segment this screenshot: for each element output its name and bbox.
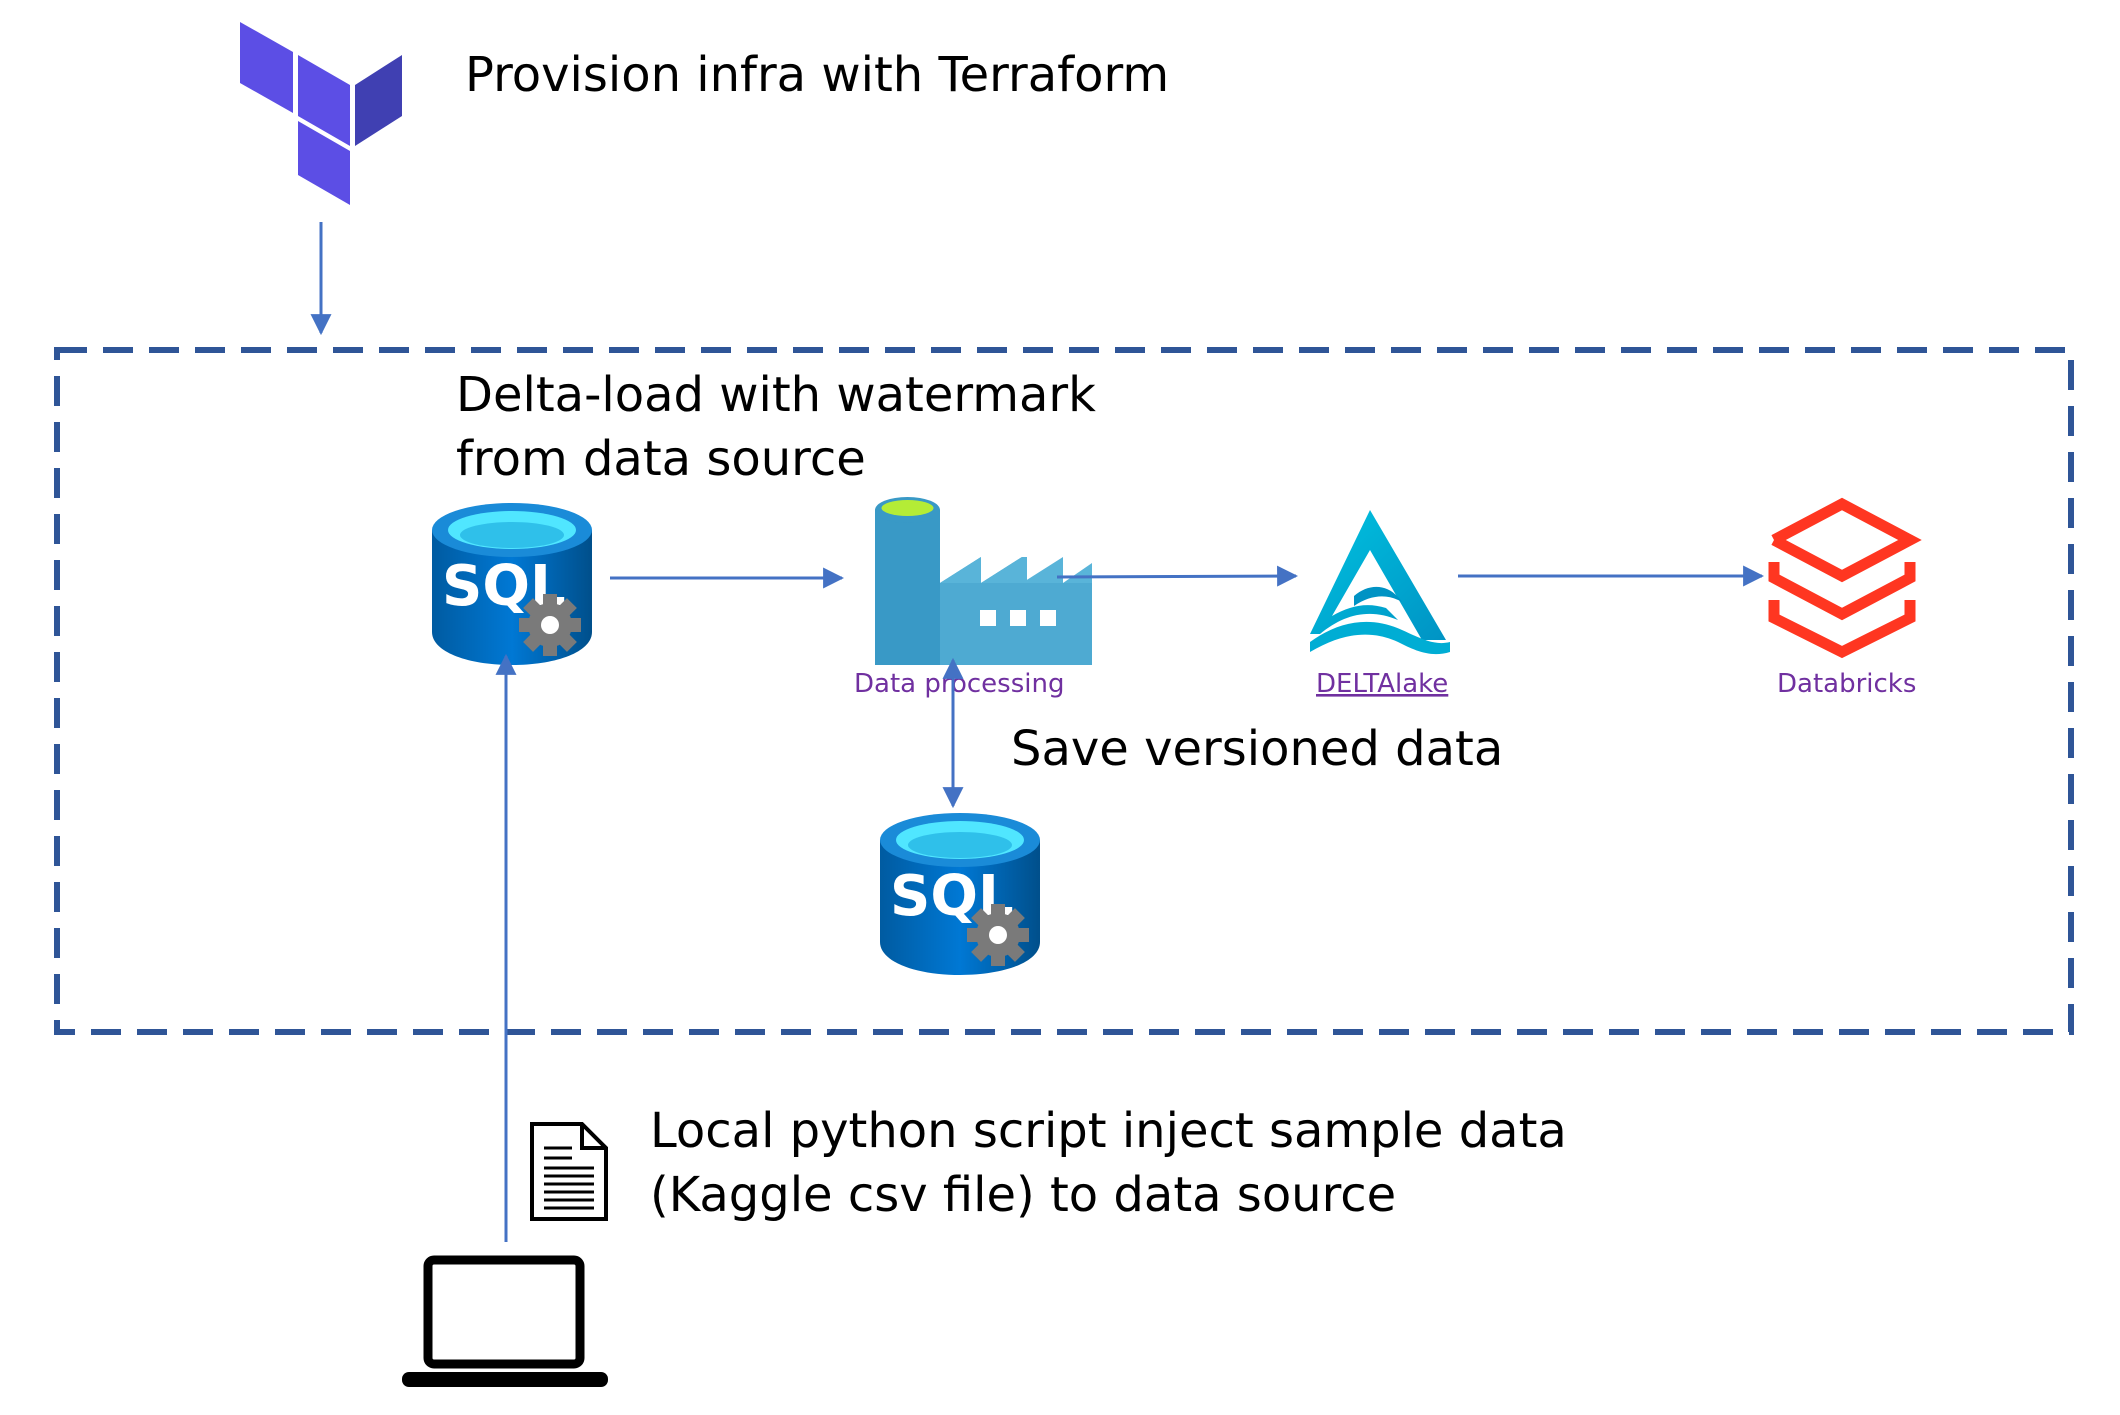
cloud-boundary <box>54 347 2074 1035</box>
delta-lake-icon <box>1310 510 1450 655</box>
local-script-label-line1: Local python script inject sample data <box>650 1103 1567 1159</box>
delta-load-label-line2: from data source <box>456 431 866 487</box>
local-script-label-line2: (Kaggle csv file) to data source <box>650 1167 1396 1223</box>
databricks-logo-icon <box>1768 497 1922 659</box>
delta-lake-label: DELTAlake <box>1316 669 1448 699</box>
document-icon <box>530 1122 608 1221</box>
terraform-logo-icon <box>240 22 402 205</box>
terraform-label: Provision infra with Terraform <box>465 47 1169 103</box>
processing-to-deltalake-arrow <box>1056 565 1299 587</box>
data-factory-icon <box>875 497 1092 665</box>
save-versioned-label: Save versioned data <box>1011 721 1503 777</box>
delta-load-label-line1: Delta-load with watermark <box>456 367 1096 423</box>
sql-database-icon: SQL <box>880 813 1040 975</box>
data-processing-label: Data processing <box>854 669 1064 699</box>
databricks-label: Databricks <box>1777 669 1916 699</box>
sql-database-icon: SQL <box>432 503 592 665</box>
laptop-icon <box>402 1255 608 1387</box>
